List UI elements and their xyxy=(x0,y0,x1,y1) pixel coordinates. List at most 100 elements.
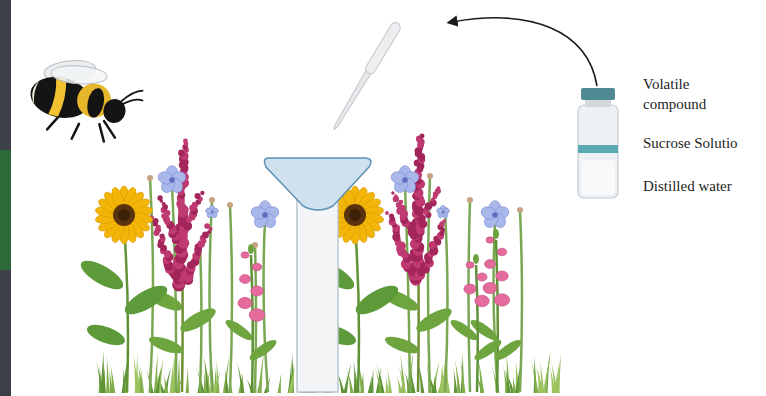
grass-blade xyxy=(513,376,517,393)
grass-blade xyxy=(100,350,104,393)
snapdragon-bloom xyxy=(494,294,509,306)
seed-bud xyxy=(427,173,433,179)
bee-tail xyxy=(30,80,39,104)
flax-petal xyxy=(436,207,444,214)
amaranth-bud xyxy=(385,211,389,215)
vial-cap xyxy=(581,88,615,100)
plant-leaf xyxy=(352,280,403,320)
snapdragon-bloom xyxy=(466,262,474,268)
grass-blade xyxy=(531,361,538,393)
plant-stem xyxy=(469,200,471,392)
grass-blade xyxy=(204,357,209,393)
plant-stem xyxy=(210,200,213,392)
grass-blade xyxy=(164,368,171,393)
grass-blade xyxy=(455,358,461,393)
snapdragon-bud xyxy=(473,254,479,264)
pipette-tube xyxy=(331,70,371,131)
vial-label: Volatile compound xyxy=(643,74,733,114)
grass-blade xyxy=(343,363,351,393)
grass-blade xyxy=(398,364,406,393)
flax-centre xyxy=(169,177,175,183)
snapdragon-bud xyxy=(248,244,254,254)
sunflower-centre xyxy=(118,209,130,221)
plant-leaf xyxy=(383,333,421,357)
flax-centre xyxy=(492,212,498,218)
flax-centre xyxy=(402,177,408,183)
seed-bud xyxy=(517,207,523,213)
snapdragon-bloom xyxy=(475,295,489,307)
flax-petal xyxy=(205,207,213,214)
grass-blade xyxy=(387,368,392,393)
flax-flower xyxy=(205,206,219,219)
seed-bud xyxy=(147,175,153,181)
amaranth-bud xyxy=(183,139,188,144)
plant-leaf xyxy=(223,317,255,344)
plant-leaf xyxy=(177,304,219,336)
snapdragon-bloom xyxy=(477,273,487,281)
amaranth-bud xyxy=(437,186,441,190)
plant-leaf xyxy=(84,321,127,350)
grass-blade xyxy=(505,369,511,393)
plant-stem xyxy=(445,210,448,392)
photo-edge xyxy=(0,0,11,396)
grass-blade xyxy=(480,374,484,393)
snapdragon-bloom xyxy=(238,297,252,308)
flax-petal xyxy=(390,170,408,186)
pipette xyxy=(330,21,402,132)
plant-stem xyxy=(520,210,522,392)
snapdragon-bloom xyxy=(239,275,250,284)
grass-blade xyxy=(110,363,115,393)
grass-blade xyxy=(440,363,444,393)
flax-flower xyxy=(480,201,511,230)
vial-label: Distilled water xyxy=(643,176,766,196)
amaranth-bud xyxy=(159,233,164,238)
grass-blade xyxy=(204,370,208,393)
photo-edge xyxy=(0,150,11,270)
amaranth-bud xyxy=(162,202,166,206)
flax-petal xyxy=(250,205,268,221)
flax-centre xyxy=(442,211,445,214)
grass-blade xyxy=(447,377,451,393)
grass-blade xyxy=(213,372,221,393)
amaranth-bud xyxy=(399,200,404,205)
grass-blade xyxy=(172,351,176,393)
snapdragon-bloom xyxy=(241,252,249,258)
amaranth-bud xyxy=(420,215,426,221)
grass-blade xyxy=(277,373,281,393)
pipette-bulb xyxy=(364,21,402,76)
grass-blade xyxy=(551,359,558,393)
plant-leaf xyxy=(247,337,279,364)
seed-bud xyxy=(227,202,233,208)
bee-antenna xyxy=(122,96,143,108)
vial-label: Sucrose Solutio xyxy=(643,133,766,153)
plant-stem xyxy=(494,222,498,392)
snapdragon-bloom xyxy=(252,263,262,271)
sunflower-centre xyxy=(349,209,361,221)
grass-blade xyxy=(186,366,190,393)
vial-body xyxy=(578,105,618,198)
feeder xyxy=(264,158,371,392)
flower-bed xyxy=(77,134,561,393)
grass-blade xyxy=(155,367,161,393)
amaranth-bud xyxy=(204,223,210,229)
bumblebee xyxy=(23,47,150,152)
grass-blade xyxy=(164,375,168,393)
grass-blade xyxy=(106,355,110,393)
flax-centre xyxy=(262,212,268,218)
plant-stem xyxy=(251,255,253,392)
grass-blade xyxy=(223,356,230,393)
grass-blade xyxy=(460,358,465,393)
flax-flower xyxy=(157,166,188,195)
flax-flower xyxy=(250,201,281,230)
grass-blade xyxy=(289,367,295,393)
plant-leaf xyxy=(448,317,480,344)
snapdragon-bloom xyxy=(497,248,506,256)
plant-stem xyxy=(476,265,478,392)
sunflower-centre xyxy=(113,204,135,226)
sunflower-head xyxy=(95,186,154,244)
plant-leaf xyxy=(413,304,455,336)
snapdragon-bloom xyxy=(251,286,264,296)
bee-wing xyxy=(51,64,108,86)
seed-bud xyxy=(467,197,473,203)
